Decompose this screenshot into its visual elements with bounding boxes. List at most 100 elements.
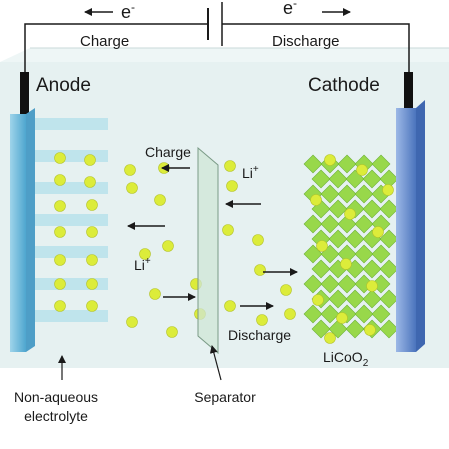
cathode-plate: [396, 108, 416, 352]
electrolyte-top-face: [0, 48, 449, 62]
cathode-crystal-cell: [345, 319, 365, 339]
lithium-ion: [54, 152, 66, 164]
li-ion-label-upper: Li+: [242, 164, 259, 181]
cathode-material-label: LiCoO2: [323, 349, 369, 369]
lithium-ion: [84, 176, 96, 188]
lithium-ion: [54, 200, 66, 212]
lithium-ion: [252, 234, 264, 246]
cathode-crystal-cell: [311, 169, 331, 189]
lithium-ion: [166, 326, 178, 338]
cathode-crystal-cell: [371, 304, 391, 324]
cathode-crystal-cell: [320, 214, 340, 234]
discharge-arrows: [163, 268, 298, 310]
cathode-crystal-cell: [379, 289, 399, 309]
lithium-ion: [364, 324, 376, 336]
cathode-crystal-cell: [328, 289, 348, 309]
lithium-ion: [54, 174, 66, 186]
cathode-crystal-cell: [337, 154, 357, 174]
lithium-ion: [344, 208, 356, 220]
lithium-ion: [284, 308, 296, 320]
separator-membrane: [197, 146, 219, 355]
cathode-crystal-cell: [303, 214, 323, 234]
cathode-crystal-cell: [303, 274, 323, 294]
lithium-ion: [280, 284, 292, 296]
cathode-crystal-cell: [379, 259, 399, 279]
lithium-ion: [222, 224, 234, 236]
lithium-ion: [312, 294, 324, 306]
cathode-crystal-cell: [362, 259, 382, 279]
lithium-ion: [149, 288, 161, 300]
electrolyte-callout-line2: electrolyte: [24, 408, 88, 424]
lithium-ion: [382, 184, 394, 196]
cathode-crystal-cell: [303, 154, 323, 174]
lithium-ion: [336, 312, 348, 324]
cathode-crystal-cell: [379, 199, 399, 219]
anode-label: Anode: [36, 75, 91, 96]
cathode-crystal-cell: [354, 184, 374, 204]
graphite-layer: [34, 182, 108, 194]
cathode-crystal-cell: [371, 244, 391, 264]
lithium-ion: [154, 194, 166, 206]
li-ion-label-lower: Li+: [134, 256, 151, 273]
cathode-crystal-cell: [320, 274, 340, 294]
lithium-ion: [324, 332, 336, 344]
cathode-crystal-cell: [362, 289, 382, 309]
lithium-ion: [54, 226, 66, 238]
cathode-crystal-cell: [328, 199, 348, 219]
cathode-crystal-cell: [379, 229, 399, 249]
graphite-layer: [34, 246, 108, 258]
cathode-electrode: [396, 100, 425, 352]
electron-label-right: e-: [283, 0, 297, 18]
lithium-ion: [54, 254, 66, 266]
cathode-crystal-cell: [311, 319, 331, 339]
lithium-ion: [310, 194, 322, 206]
lithium-ion: [86, 254, 98, 266]
circuit-wire-right: [222, 23, 410, 80]
lithium-ion: [366, 280, 378, 292]
circuit-discharge-label: Discharge: [272, 33, 340, 50]
cathode-crystal-cell: [379, 319, 399, 339]
cathode-crystal-cell: [362, 199, 382, 219]
lithium-ion: [54, 300, 66, 312]
lithium-ion: [86, 226, 98, 238]
lithium-ion: [86, 199, 98, 211]
lithium-ion: [254, 264, 266, 276]
cathode-crystal-cell: [371, 154, 391, 174]
anode-lead: [20, 72, 29, 118]
anode-electrode: [10, 108, 35, 352]
lithium-ion: [224, 160, 236, 172]
lithium-ions: [54, 152, 394, 344]
anode-plate: [10, 114, 26, 352]
separator-callout-arrow: [209, 345, 222, 381]
graphite-layer: [34, 150, 108, 162]
cathode-crystal-cell: [303, 304, 323, 324]
cathode-crystal-cell: [345, 289, 365, 309]
lithium-ion: [226, 180, 238, 192]
lithium-ion: [126, 316, 138, 328]
lithium-ion: [139, 248, 151, 260]
lithium-ion: [124, 164, 136, 176]
cathode-crystal-cell: [328, 169, 348, 189]
electrolyte-callout-line1: Non-aqueous: [14, 389, 98, 405]
charge-arrows: [127, 164, 261, 230]
anode-plate-side: [26, 108, 35, 352]
cathode-crystal-cell: [320, 184, 340, 204]
cathode-crystal-cell: [354, 304, 374, 324]
lithium-ion: [224, 300, 236, 312]
cathode-crystal-cell: [337, 274, 357, 294]
separator-callout-label: Separator: [194, 389, 256, 405]
lithium-ion: [86, 300, 98, 312]
lithium-ion: [316, 240, 328, 252]
process-charge-label: Charge: [145, 144, 191, 160]
lithium-ion: [54, 278, 66, 290]
graphite-layer: [34, 214, 108, 226]
electron-label-left: e-: [121, 0, 135, 22]
lithium-ion: [324, 154, 336, 166]
cathode-plate-side: [416, 100, 425, 352]
cathode-lead: [404, 72, 413, 116]
cathode-crystal-cell: [354, 244, 374, 264]
graphite-layer: [34, 118, 108, 130]
cathode-crystal-cell: [311, 259, 331, 279]
cathode-crystal-cell: [320, 304, 340, 324]
